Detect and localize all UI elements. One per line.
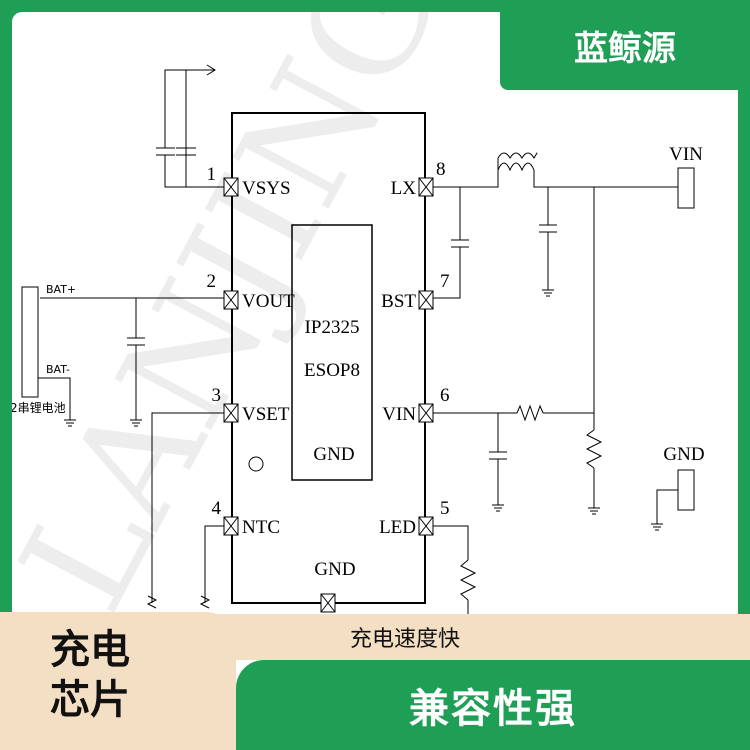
brand-badge: 蓝鲸源	[500, 0, 750, 90]
product-panel	[0, 612, 236, 750]
battery-plus-label: BAT+	[46, 283, 76, 296]
gnd-connector-network	[651, 469, 695, 531]
chip-center-gnd: GND	[313, 444, 354, 465]
pin-box-gnd	[320, 593, 336, 613]
pin-label-led: LED	[379, 517, 416, 538]
pin-num-2: 2	[207, 271, 217, 292]
pin-box-3	[223, 403, 239, 423]
green-band	[236, 660, 750, 750]
product-title-line1: 充电	[50, 627, 130, 673]
chip-package: ESOP8	[304, 360, 360, 381]
pin-num-8: 8	[436, 159, 446, 180]
pin-box-1	[223, 177, 239, 197]
pin-label-bst: BST	[381, 291, 416, 312]
feature-compatibility: 兼容性强	[409, 686, 577, 732]
test-point-icon	[248, 456, 264, 472]
pin-label-lx: LX	[391, 178, 417, 199]
feature-fast-charging: 充电速度快	[349, 627, 460, 652]
battery-symbol	[21, 286, 39, 398]
vset-ntc-lines	[146, 412, 224, 609]
pin-box-8	[418, 177, 434, 197]
gnd-connector	[677, 469, 695, 511]
pin-label-vsys: VSYS	[242, 178, 291, 199]
pin-box-6	[418, 403, 434, 423]
pin-box-2	[223, 290, 239, 310]
pin-label-vset: VSET	[242, 404, 290, 425]
vsys-capacitors	[156, 64, 224, 188]
pin-box-7	[418, 290, 434, 310]
vin-pin-network	[433, 404, 603, 515]
product-title: 充电 芯片	[50, 625, 200, 725]
vin-connector	[677, 167, 695, 209]
pin-num-6: 6	[440, 385, 450, 406]
chip-name: IP2325	[305, 317, 360, 338]
product-title-line2: 芯片	[50, 677, 130, 723]
led-network	[433, 525, 477, 614]
vout-network	[21, 286, 224, 427]
circuit-schematic: LANJINGYUAN IP2325 ESOP8 GND GND 1 2 3 4…	[12, 12, 705, 637]
gnd-connector-label: GND	[663, 444, 704, 465]
battery-label: 2串锂电池	[12, 400, 66, 415]
pin-label-vout: VOUT	[242, 291, 295, 312]
pin-num-5: 5	[440, 498, 450, 519]
pin-box-4	[223, 516, 239, 536]
battery-minus-label: BAT-	[46, 363, 70, 376]
pin-box-5	[418, 516, 434, 536]
vin-connector-label: VIN	[669, 144, 703, 165]
pin-num-1: 1	[207, 164, 217, 185]
pin-num-4: 4	[212, 498, 222, 519]
pin-label-ntc: NTC	[242, 517, 280, 538]
ic-inner-box	[291, 224, 373, 481]
lx-vin-network	[433, 152, 695, 430]
pin-num-3: 3	[212, 385, 222, 406]
chip-bottom-gnd: GND	[314, 559, 355, 580]
pin-label-vin: VIN	[382, 404, 416, 425]
pin-num-7: 7	[440, 271, 450, 292]
